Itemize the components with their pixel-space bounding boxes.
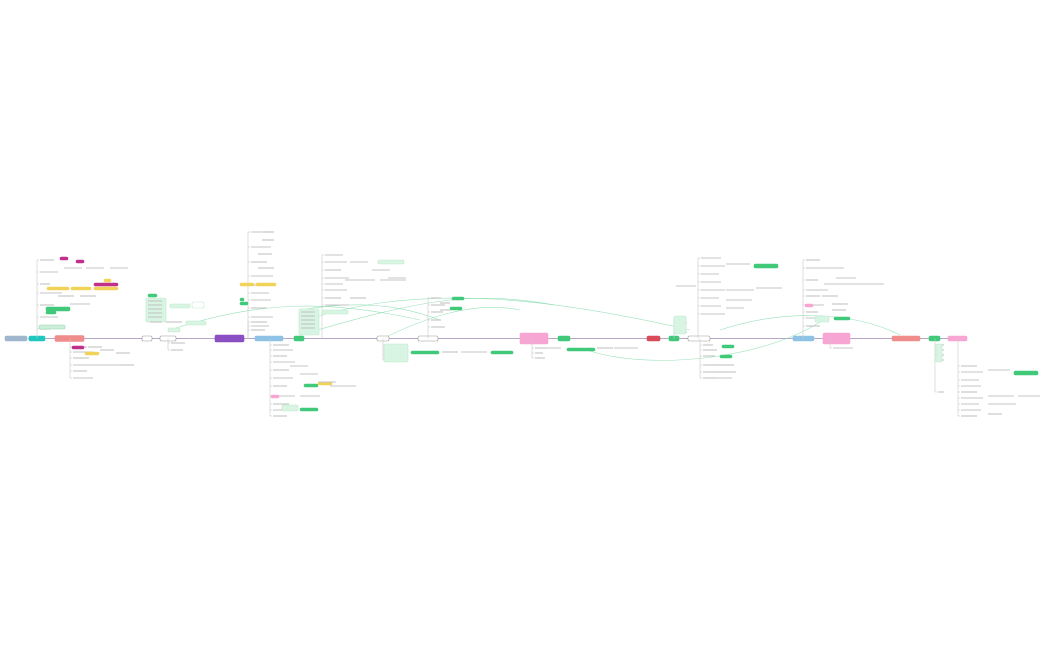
relationship-line — [589, 321, 821, 361]
topic-node[interactable] — [792, 335, 815, 342]
topic-node[interactable] — [321, 309, 349, 315]
tag-node[interactable] — [753, 263, 779, 269]
tag-node[interactable] — [93, 282, 119, 287]
topic-node[interactable] — [185, 320, 207, 326]
tag-node[interactable] — [804, 303, 814, 308]
topic-node[interactable] — [191, 301, 205, 309]
topic-node[interactable] — [54, 335, 85, 342]
topic-node[interactable] — [947, 335, 968, 342]
tag-node[interactable] — [833, 316, 851, 321]
relationship-line — [299, 297, 556, 336]
tag-node[interactable] — [59, 256, 69, 261]
tag-node[interactable] — [45, 306, 71, 312]
topic-node[interactable] — [519, 332, 549, 345]
tag-node[interactable] — [303, 383, 319, 388]
tag-node[interactable] — [70, 286, 92, 291]
tag-node[interactable] — [299, 407, 319, 412]
tag-node[interactable] — [719, 354, 733, 359]
tag-node[interactable] — [239, 282, 255, 287]
topic-node[interactable] — [254, 335, 284, 342]
tag-node[interactable] — [38, 324, 66, 330]
topic-node[interactable] — [646, 335, 661, 342]
topic-node[interactable] — [928, 335, 941, 342]
tag-node[interactable] — [451, 296, 465, 301]
tag-node[interactable] — [93, 286, 119, 291]
tag-node[interactable] — [410, 350, 440, 355]
relationship-line — [299, 297, 691, 331]
tag-node[interactable] — [75, 259, 85, 264]
tag-node[interactable] — [490, 350, 514, 355]
topic-node[interactable] — [935, 343, 943, 363]
tag-node[interactable] — [71, 345, 85, 350]
topic-node[interactable] — [214, 334, 245, 343]
topic-node[interactable] — [167, 327, 181, 333]
topic-node[interactable] — [298, 308, 320, 336]
topic-node[interactable] — [281, 404, 299, 412]
tag-node[interactable] — [239, 301, 249, 306]
topic-node[interactable] — [891, 335, 921, 342]
relationship-line — [379, 307, 521, 341]
tag-node[interactable] — [239, 297, 245, 302]
tag-node[interactable] — [46, 286, 70, 291]
tag-node[interactable] — [721, 344, 735, 349]
tag-node[interactable] — [45, 310, 57, 315]
relationship-line — [169, 305, 421, 331]
tag-node[interactable] — [270, 394, 280, 399]
topic-node[interactable] — [383, 343, 409, 363]
relationship-line — [299, 304, 441, 321]
topic-node[interactable] — [169, 303, 191, 309]
tag-node[interactable] — [255, 282, 277, 287]
tag-node[interactable] — [449, 306, 463, 311]
topic-node[interactable] — [822, 332, 851, 345]
topic-node[interactable] — [673, 315, 687, 335]
topic-node[interactable] — [814, 315, 830, 323]
relationship-line — [719, 315, 901, 336]
central-topic[interactable] — [4, 335, 28, 342]
tag-node[interactable] — [103, 278, 112, 283]
topic-node[interactable] — [557, 335, 571, 342]
tag-node[interactable] — [1013, 370, 1039, 376]
topic-node[interactable] — [293, 335, 305, 342]
tag-node[interactable] — [147, 293, 158, 298]
tag-node[interactable] — [566, 347, 596, 352]
topic-node[interactable] — [377, 259, 405, 265]
topic-node[interactable] — [141, 335, 153, 342]
tag-node[interactable] — [84, 351, 100, 356]
topic-node[interactable] — [687, 335, 711, 342]
topic-node[interactable] — [145, 297, 167, 323]
